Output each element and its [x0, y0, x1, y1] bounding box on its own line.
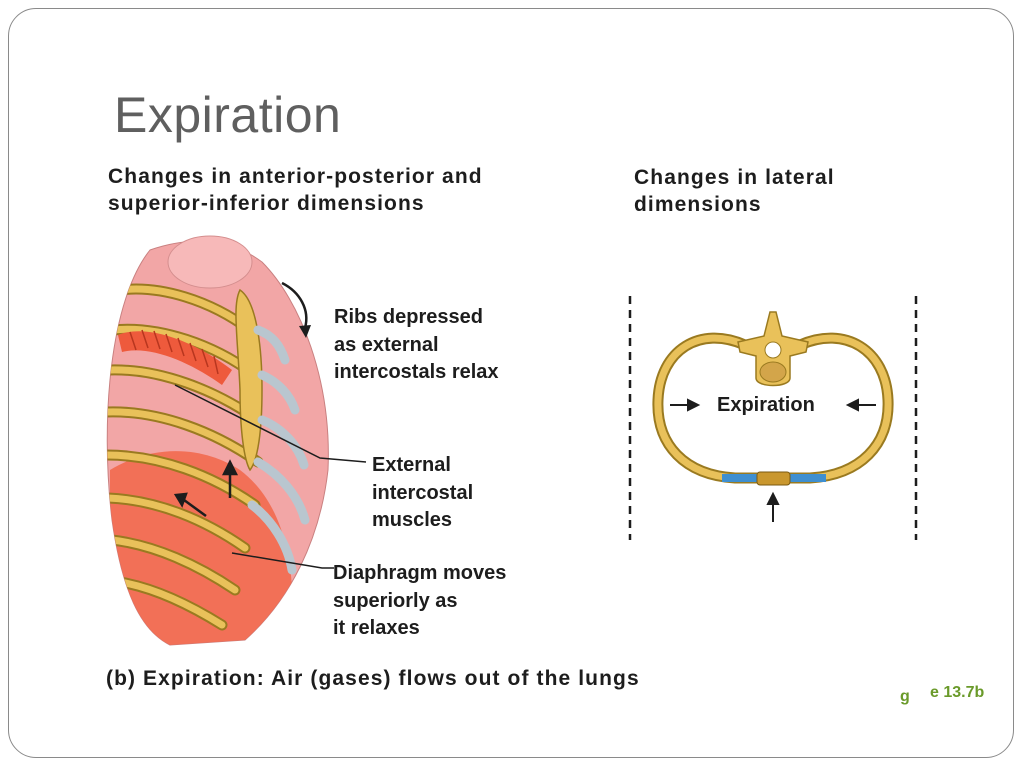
diaphragm-label-line-3: it relaxes: [333, 617, 420, 639]
rib-motion-arrow: [281, 281, 311, 338]
ribs-label-line-3: intercostals relax: [334, 361, 499, 383]
label-leader-lines: [174, 384, 367, 569]
external-intercostal-muscle: [118, 329, 232, 385]
muscles-label-line-1: External: [372, 454, 451, 476]
right-heading-line-1: Changes in lateral: [634, 166, 835, 189]
left-heading-line-2: superior-inferior dimensions: [108, 192, 425, 215]
figure-reference: e 13.7b: [930, 684, 985, 701]
muscles-label-line-3: muscles: [372, 509, 453, 531]
figure-ref-partial: g: [900, 688, 910, 705]
right-heading-line-2: dimensions: [634, 193, 762, 216]
left-panel-heading: Changes in anterior-posterior and superi…: [108, 163, 483, 217]
muscles-label-line-2: intercostal: [372, 481, 474, 504]
sternum-cross-section: [756, 471, 791, 486]
left-heading-line-1: Changes in anterior-posterior and: [108, 165, 483, 188]
ribs-depressed-label: Ribs depressed as external intercostals …: [334, 304, 499, 387]
muscle-arrows: [173, 459, 239, 518]
expiration-center-label: Expiration: [717, 394, 815, 416]
diaphragm-label-line-2: superiorly as: [333, 589, 458, 612]
right-panel-heading: Changes in lateral dimensions: [634, 164, 835, 218]
diaphragm-label: Diaphragm moves superiorly as it relaxes: [333, 560, 506, 643]
dashed-boundary-lines: [628, 296, 918, 540]
diaphragm-label-line-1: Diaphragm moves: [333, 562, 507, 584]
figure-caption: (b) Expiration: Air (gases) flows out of…: [106, 667, 640, 690]
ribs-label-line-1: Ribs depressed: [334, 306, 483, 328]
lateral-arrows: [670, 398, 876, 522]
external-intercostal-label: External intercostal muscles: [372, 452, 473, 535]
diaphragm-region: [107, 283, 293, 645]
ribs-label-line-2: as external: [334, 333, 439, 356]
slide-title: Expiration: [114, 87, 342, 143]
vertebra: [737, 311, 809, 387]
